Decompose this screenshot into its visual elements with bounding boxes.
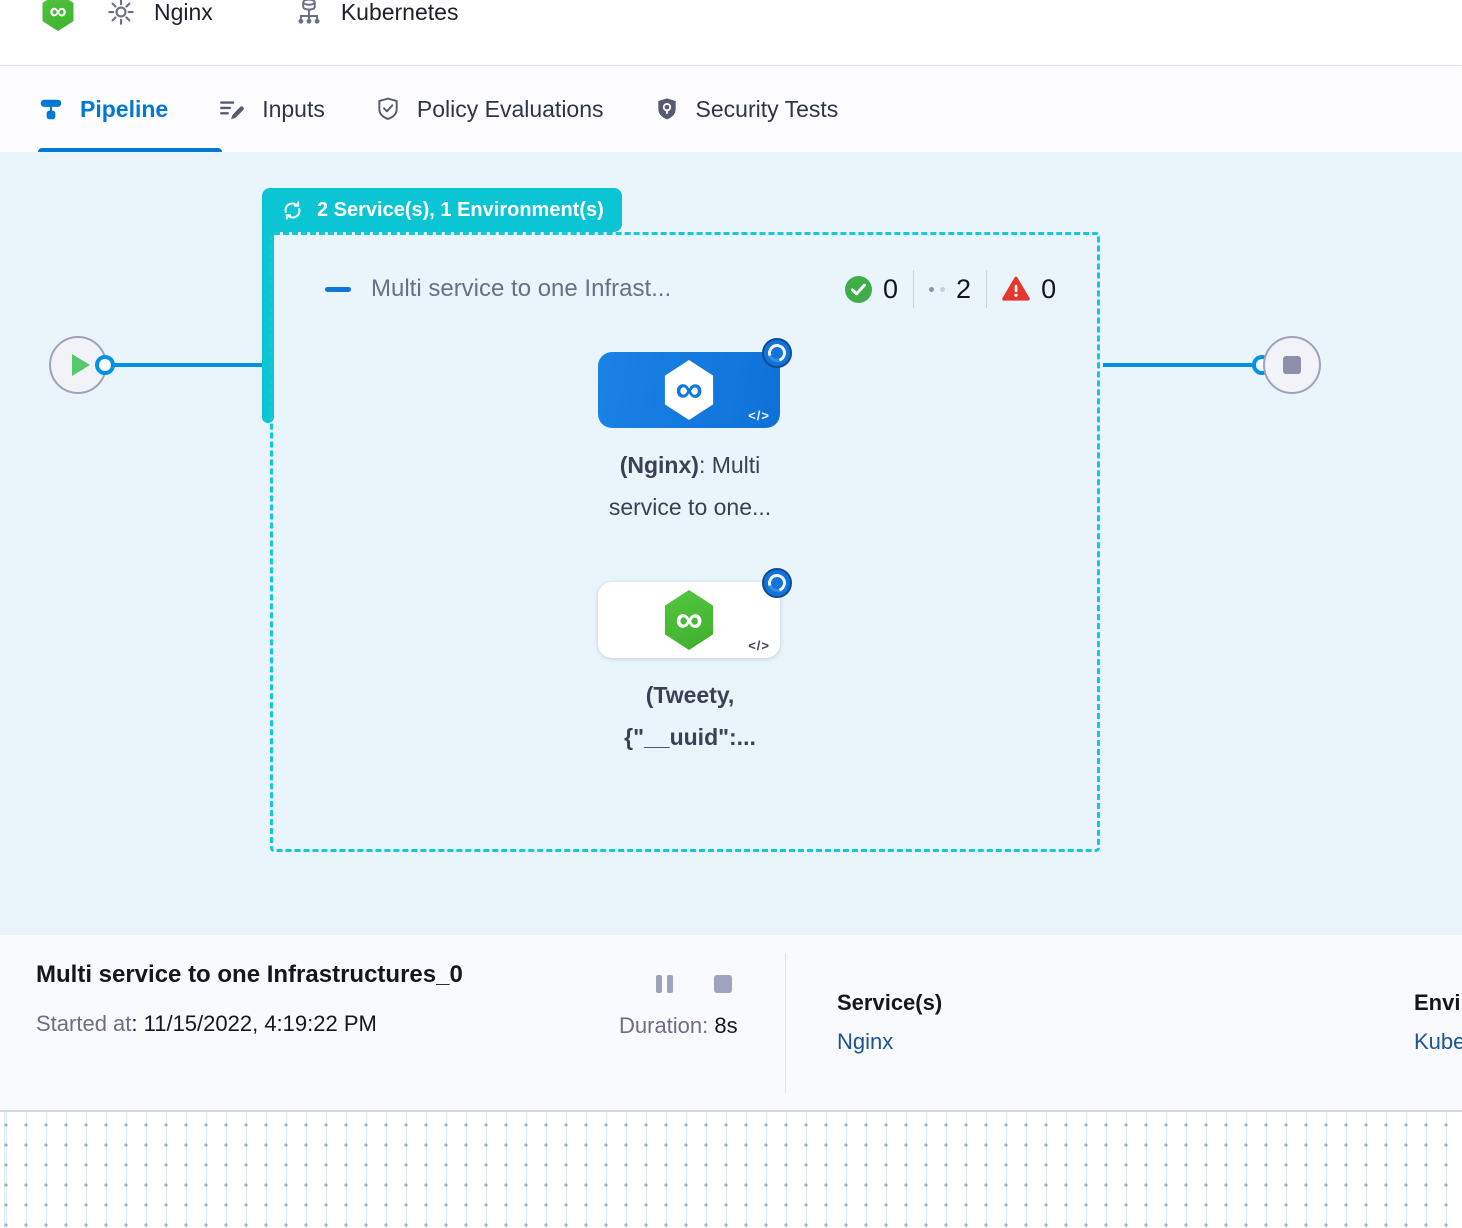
pending-dots-icon — [929, 286, 946, 292]
tab-pipeline-label: Pipeline — [80, 95, 169, 122]
stage-status-counters: 0 2 0 — [845, 267, 1056, 311]
stop-icon — [1283, 356, 1301, 374]
shield-check-icon — [375, 96, 401, 122]
page-header: ∞ Nginx Kubernetes — [0, 0, 1462, 66]
gear-icon[interactable] — [106, 0, 136, 27]
stage-title: Multi service to one Infrast... — [371, 275, 672, 302]
collapse-stage-icon[interactable] — [325, 286, 351, 292]
node-service-tweety[interactable]: ∞ </> — [598, 582, 780, 658]
failed-warning-icon — [1002, 276, 1030, 302]
success-count: 0 — [883, 273, 899, 304]
pipeline-end-node[interactable] — [1263, 336, 1321, 394]
execution-summary-bar: Multi service to one Infrastructures_0 S… — [0, 935, 1462, 1110]
abort-button[interactable] — [714, 975, 732, 993]
tab-bar: Pipeline Inputs Policy Evaluations — [0, 66, 1462, 152]
footer-services: Service(s) Nginx — [837, 990, 942, 1055]
tab-policy-evaluations-label: Policy Evaluations — [416, 95, 604, 122]
footer-environments: Environment(s) Kubernetes — [1414, 990, 1462, 1055]
harness-logo-icon: ∞ — [42, 0, 74, 31]
services-label: Service(s) — [837, 990, 943, 1015]
footer-divider — [785, 953, 786, 1093]
pause-button[interactable] — [656, 975, 673, 993]
play-icon — [71, 354, 90, 376]
stage-badge-label: 2 Service(s), 1 Environment(s) — [317, 198, 604, 221]
node-label-nginx: (Nginx): Multi service to one... — [608, 452, 772, 520]
tab-security-tests-label: Security Tests — [695, 95, 839, 122]
code-icon: </> — [748, 638, 770, 653]
failed-count: 0 — [1041, 273, 1057, 304]
log-grid-canvas — [0, 1110, 1462, 1228]
service-breadcrumb[interactable]: Nginx — [154, 0, 213, 25]
connector-line-start — [105, 363, 266, 367]
connector-line-end — [1103, 363, 1262, 367]
execution-started-at: Started at: 11/15/2022, 4:19:22 PM — [36, 1011, 377, 1036]
environments-link[interactable]: Kubernetes — [1414, 1029, 1462, 1054]
success-check-icon — [845, 275, 872, 303]
connector-port-start — [95, 355, 115, 375]
inputs-icon — [218, 96, 246, 122]
tab-policy-evaluations[interactable]: Policy Evaluations — [375, 66, 604, 152]
node-loop-marker[interactable] — [762, 568, 792, 598]
execution-duration: Duration: 8s — [619, 1013, 738, 1038]
tab-inputs[interactable]: Inputs — [218, 66, 325, 152]
stage-group-boundary — [270, 232, 1100, 852]
node-label-tweety: (Tweety, {"__uuid":... — [624, 682, 756, 750]
code-icon: </> — [748, 408, 770, 423]
node-service-nginx[interactable]: ∞ </> — [598, 352, 780, 428]
tab-inputs-label: Inputs — [262, 95, 325, 122]
shield-scan-icon — [654, 96, 680, 122]
infrastructure-icon — [295, 0, 323, 27]
harness-service-icon: ∞ — [664, 360, 714, 420]
execution-title: Multi service to one Infrastructures_0 — [36, 961, 463, 988]
node-loop-marker[interactable] — [762, 338, 792, 368]
active-tab-underline — [38, 148, 222, 152]
environment-breadcrumb[interactable]: Kubernetes — [340, 0, 459, 25]
execution-controls — [656, 975, 732, 993]
pipeline-icon — [38, 96, 64, 122]
environments-label: Environment(s) — [1414, 990, 1462, 1015]
tab-security-tests[interactable]: Security Tests — [654, 66, 839, 152]
stage-group-badge[interactable]: 2 Service(s), 1 Environment(s) — [262, 188, 622, 232]
harness-service-icon: ∞ — [664, 590, 714, 650]
loop-icon — [280, 198, 305, 223]
stage-title-row: Multi service to one Infrast... — [325, 267, 671, 311]
services-link[interactable]: Nginx — [837, 1029, 894, 1054]
pending-count: 2 — [956, 273, 972, 304]
tab-pipeline[interactable]: Pipeline — [38, 66, 168, 152]
pipeline-canvas: 2 Service(s), 1 Environment(s) Multi ser… — [0, 152, 1462, 935]
